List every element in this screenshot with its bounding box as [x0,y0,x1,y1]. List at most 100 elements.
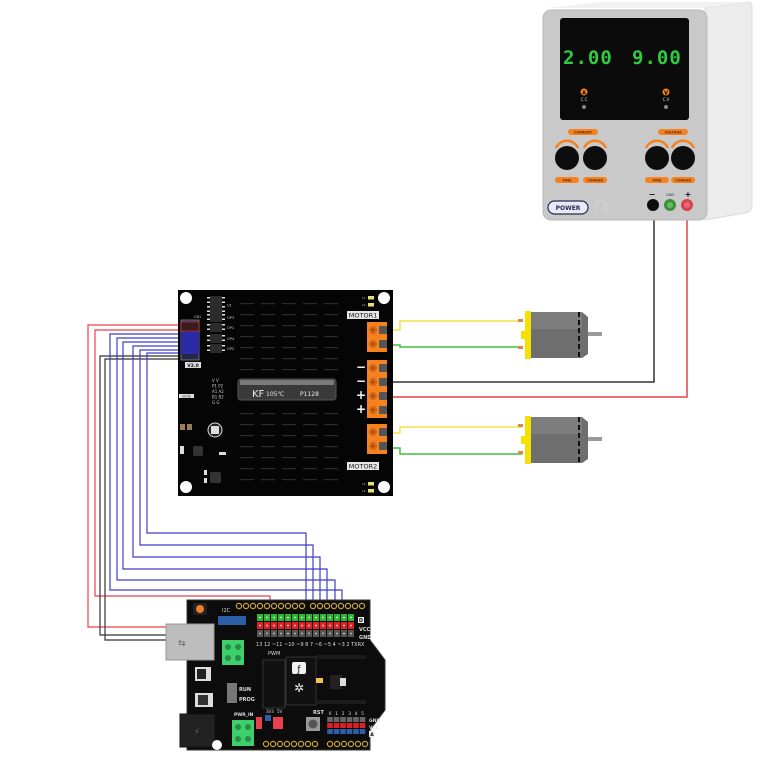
psu-cv-led [664,105,668,109]
header-pin[interactable] [283,740,291,748]
heatsink-fin [324,446,338,448]
header-pin[interactable] [309,602,317,610]
header-pin[interactable] [326,740,334,748]
header-pin[interactable] [333,740,341,748]
analog-gnd-pin[interactable] [359,717,366,722]
pin-map-row: A1 A2 [212,389,224,394]
heatsink-fin [240,325,254,327]
lightning-icon: ⚡ [193,727,200,738]
header-pin[interactable] [263,602,271,610]
usb-port[interactable] [165,623,215,661]
header-pin[interactable] [351,602,359,610]
header-pin[interactable] [358,602,366,610]
header-pin[interactable] [297,740,305,748]
motor1-terminal-block[interactable] [367,322,387,352]
analog-vcc-pin[interactable] [346,723,353,728]
heatsink-fin [303,424,317,426]
header-pin[interactable] [298,602,306,610]
header-pin[interactable] [270,602,278,610]
analog-signal-pin[interactable] [353,729,359,734]
analog-gnd-pin[interactable] [333,717,340,722]
header-pin[interactable] [337,602,345,610]
top-reset-button[interactable] [196,605,204,613]
psu-current-coarse-knob[interactable] [582,139,608,170]
analog-pin-label: 5 [361,711,364,717]
header-pin[interactable] [311,740,319,748]
analog-gnd-pin[interactable] [340,717,346,722]
analog-vcc-pin[interactable] [333,723,340,728]
psu-voltage-coarse-knob[interactable] [670,139,696,170]
header-pin[interactable] [256,602,264,610]
header-pin[interactable] [235,602,243,610]
dc-power-jack[interactable] [179,713,216,748]
analog-signal-pin[interactable] [359,729,366,734]
psu-current-fine-knob[interactable] [554,139,580,170]
pwr-in-terminal[interactable] [232,720,254,746]
header-pin[interactable] [316,602,324,610]
analog-vcc-pin[interactable] [359,723,366,728]
analog-signal-pin[interactable] [340,729,346,734]
wire-cn1-sig-6 [146,352,307,615]
heatsink-fin [324,336,338,338]
power-terminal-block[interactable] [367,360,387,418]
svg-text:L5: L5 [362,489,366,493]
header-pin[interactable] [277,602,285,610]
analog-gnd-pin[interactable] [353,717,359,722]
header-pin[interactable] [344,602,352,610]
psu-current-unit-badge [580,88,588,96]
header-pin[interactable] [323,602,331,610]
heatsink-fin [324,435,338,437]
analog-signal-pin[interactable] [327,729,333,734]
analog-signal-pin[interactable] [333,729,340,734]
header-pin[interactable] [262,740,270,748]
analog-vcc-pin[interactable] [340,723,346,728]
header-pin[interactable] [347,740,355,748]
heatsink-fin [303,413,317,415]
analog-gnd-pin[interactable] [327,717,333,722]
heatsink-fin [261,468,275,470]
psu-negative-terminal[interactable] [647,199,659,211]
analog-vcc-pin[interactable] [327,723,333,728]
heatsink-fin [282,468,296,470]
driver-button-1[interactable] [193,446,203,456]
header-pin[interactable] [284,602,292,610]
header-pin[interactable] [340,740,348,748]
header-pin[interactable] [242,602,250,610]
header-pin[interactable] [361,740,369,748]
run-prog-switch[interactable] [227,683,237,703]
psu-power-button[interactable]: POWER [547,200,589,215]
heatsink-fin [261,424,275,426]
heatsink-fin [303,457,317,459]
header-pin[interactable] [249,602,257,610]
heatsink-fin [324,303,338,305]
motor-power-terminal[interactable] [222,640,244,665]
analog-gnd-pin[interactable] [346,717,353,722]
header-pin[interactable] [276,740,284,748]
analog-vcc-pin[interactable] [353,723,359,728]
heatsink-fin [282,479,296,481]
analog-signal-pin[interactable] [346,729,353,734]
pin-map-row: G G [212,400,219,405]
motor2-terminal-block[interactable] [367,424,387,454]
driver-status-label: STATE [182,395,191,399]
psu-voltage-fine-knob[interactable] [644,139,670,170]
header-pin[interactable] [291,602,299,610]
header-pin[interactable] [290,740,298,748]
driver-button-2[interactable] [210,472,221,483]
header-pin[interactable] [354,740,362,748]
header-pin[interactable] [304,740,312,748]
usb-icon: ⇆ [178,639,186,649]
heatsink-fin [240,446,254,448]
psu-current-coarse-label: COARSE [587,179,603,183]
heatsink-fin [324,468,338,470]
cn1-header[interactable] [180,319,200,361]
i2c-header[interactable] [218,616,246,625]
psu-current-group-label: CURRENT [574,131,593,135]
header-pin[interactable] [269,740,277,748]
header-pin[interactable] [330,602,338,610]
heatsink-fin [261,457,275,459]
motors [518,311,602,464]
